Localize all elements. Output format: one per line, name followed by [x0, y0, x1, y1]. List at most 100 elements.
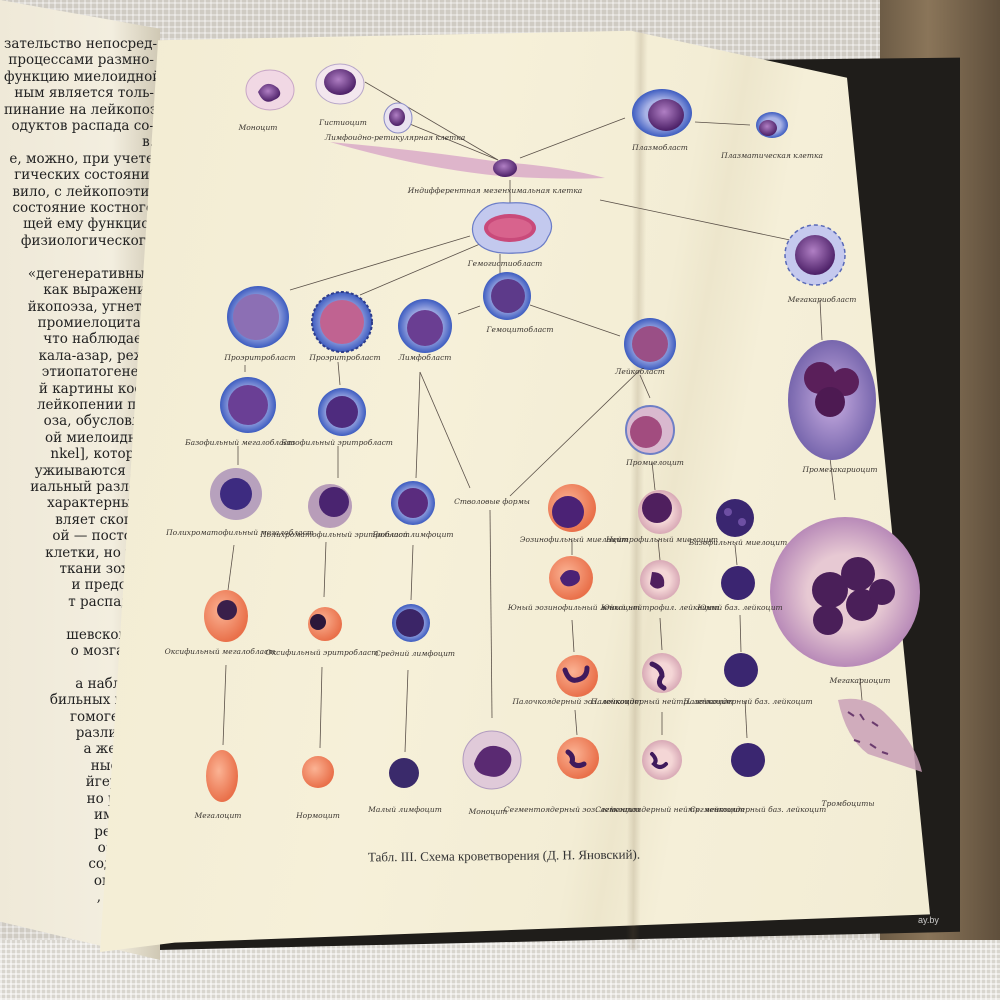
cell-band-neut	[642, 653, 682, 693]
cell-promyelocyte	[625, 405, 675, 455]
left-page-line: в.	[142, 134, 154, 151]
cell-mesenchymal	[330, 142, 605, 179]
label-promegakaryocyte: Промегакариоцит	[801, 465, 877, 474]
label-large-lymphocyte: Большой лимфоцит	[371, 530, 453, 539]
label-seg-neut: Сегментоядерный нейтр. лейкоцит	[595, 805, 745, 814]
label-lymphoid-reticular: Лимфоидно-ретикулярная клетка	[324, 133, 465, 142]
cell-medium-lymphocyte	[392, 604, 430, 642]
cell-small-lymphocyte	[389, 758, 419, 788]
left-page-line: «дегенеративный	[27, 265, 154, 282]
label-megakaryocyte: Мегакариоцит	[829, 676, 891, 685]
cell-megalocyte	[206, 750, 238, 802]
cell-young-neut	[640, 560, 680, 600]
cell-young-baso	[721, 566, 755, 600]
label-histiocyte: Гистиоцит	[318, 118, 367, 127]
label-young-baso: Юный баз. лейкоцит	[696, 603, 782, 612]
label-plasma-cell: Плазматическая клетка	[720, 151, 823, 160]
cell-seg-eos	[557, 737, 599, 779]
label-megakaryoblast: Мегакариобласт	[787, 295, 857, 304]
label-baso-myelocyte: Базофильный миелоцит	[688, 538, 787, 547]
label-plasmablast: Плазмобласт	[631, 143, 688, 152]
label-medium-lymphocyte: Средний лимфоцит	[375, 649, 455, 658]
cell-young-eos	[549, 556, 593, 600]
left-page-line: промиелоцитар-	[37, 314, 154, 331]
label-band-neut: Палочкоядерный нейтр. лейкоцит	[590, 697, 733, 706]
left-page-line: процессами размно-	[8, 52, 154, 69]
label-band-eos: Палочкоядерный эоз. лейкоцит	[512, 697, 642, 706]
lineage-connector-lines	[222, 81, 863, 753]
cell-band-eos	[556, 655, 598, 697]
cell-band-baso	[724, 653, 758, 687]
left-page-line: функцию миелоидной	[4, 68, 160, 85]
cell-proerythroblast	[311, 291, 373, 353]
left-page-line: гических состояни-	[14, 167, 154, 184]
cell-basophilic-erythroblast	[318, 388, 366, 436]
left-page-line: ой миелоидной	[44, 429, 154, 446]
cell-pronormoblast	[227, 286, 289, 348]
label-basophilic-erythroblast: Базофильный эритробласт	[280, 438, 393, 447]
left-page-line: этиопатогенезе	[41, 364, 154, 381]
cell-megakaryoblast	[784, 224, 846, 286]
label-stem-forms: Стволовые формы	[454, 497, 530, 506]
label-basophilic-megaloblast: Базофильный мегалобласт	[184, 438, 295, 447]
cell-megakaryocyte	[770, 517, 920, 667]
label-young-neut: Юный нейтрофил. лейкоцит	[600, 603, 719, 612]
label-mesenchymal: Индифферентная мезенхимальная клетка	[407, 186, 583, 195]
label-promyelocyte: Промиелоцит	[625, 458, 684, 467]
label-myeloblast: Лейкобласт	[614, 367, 665, 376]
left-page-line: пинание на лейкопоэз	[4, 101, 160, 118]
cell-monocyte-top	[245, 69, 295, 111]
label-neut-myelocyte: Нейтрофильный миелоцит	[605, 535, 718, 544]
cell-neut-myelocyte	[638, 490, 682, 534]
cell-polychrom-megaloblast	[210, 468, 262, 520]
label-small-lymphocyte: Малый лимфоцит	[367, 805, 442, 814]
cell-baso-myelocyte	[716, 499, 754, 537]
label-seg-baso: Сегментоядерный баз. лейкоцит	[690, 805, 827, 814]
left-page-line: физиологического	[20, 232, 154, 249]
left-page-line: вило, с лейкопоэти-	[12, 183, 154, 200]
label-oxy-erythroblast: Оксифильный эритробласт	[266, 648, 379, 657]
left-page-line: е, можно, при учете	[9, 150, 154, 167]
cell-lymphoblast	[398, 299, 452, 353]
cell-hemohistioblast	[471, 202, 553, 254]
cell-histiocyte	[315, 63, 365, 105]
cell-plasmablast	[632, 89, 692, 137]
label-eos-myelocyte: Эозинофильный миелоцит	[520, 535, 628, 544]
label-lymphoblast: Лимфобласт	[398, 353, 452, 362]
cell-lymphoid-reticular	[383, 102, 413, 134]
cell-basophilic-megaloblast	[220, 377, 276, 433]
label-normocyte: Нормоцит	[295, 811, 340, 820]
cell-plasma-cell	[756, 112, 788, 138]
label-megalocyte: Мегалоцит	[194, 811, 242, 820]
cell-polychrom-erythroblast	[308, 484, 352, 528]
watermark-text: ay.by	[918, 915, 939, 925]
label-young-eos: Юный эозинофильный лейкоцит	[507, 603, 640, 612]
label-monocyte-bottom: Моноцит	[468, 807, 508, 816]
cell-hemocytoblast	[483, 272, 531, 320]
label-hemohistioblast: Гемогистиобласт	[467, 259, 543, 268]
label-platelets: Тромбоциты	[822, 799, 875, 808]
left-page-line: как выражение	[43, 282, 154, 299]
left-page-line: что наблюдает-	[43, 331, 154, 348]
label-monocyte-top: Моноцит	[238, 123, 278, 132]
cell-monocyte-bottom	[462, 730, 522, 790]
cell-promegakaryocyte	[788, 340, 876, 460]
left-page-line: щей ему функцио-	[23, 216, 154, 233]
cell-large-lymphocyte	[391, 481, 435, 525]
left-page-line: состояние костного	[12, 200, 154, 217]
cell-seg-neut	[642, 740, 682, 780]
platelets-cluster	[838, 698, 922, 772]
label-polychrom-erythroblast: Полихроматофильный эритробласт	[259, 530, 410, 539]
label-oxy-megaloblast: Оксифильный мегалобласт	[165, 647, 276, 656]
label-proerythroblast: Проэритробласт	[308, 353, 380, 362]
left-page-line: одуктов распада со-	[11, 118, 154, 135]
cell-myeloblast	[624, 318, 676, 370]
cell-labels: Моноцит Гистиоцит Лимфоидно-ретикулярная…	[165, 118, 891, 820]
left-page-line: ным является толь-	[14, 85, 154, 102]
cell-oxy-megaloblast	[204, 590, 248, 642]
label-band-baso: Палочкоядерный баз. лейкоцит	[682, 697, 812, 706]
cell-normocyte	[302, 756, 334, 788]
left-page-line: зательство непосред-	[4, 36, 158, 52]
label-hemocytoblast: Гемоцитобласт	[486, 325, 554, 334]
